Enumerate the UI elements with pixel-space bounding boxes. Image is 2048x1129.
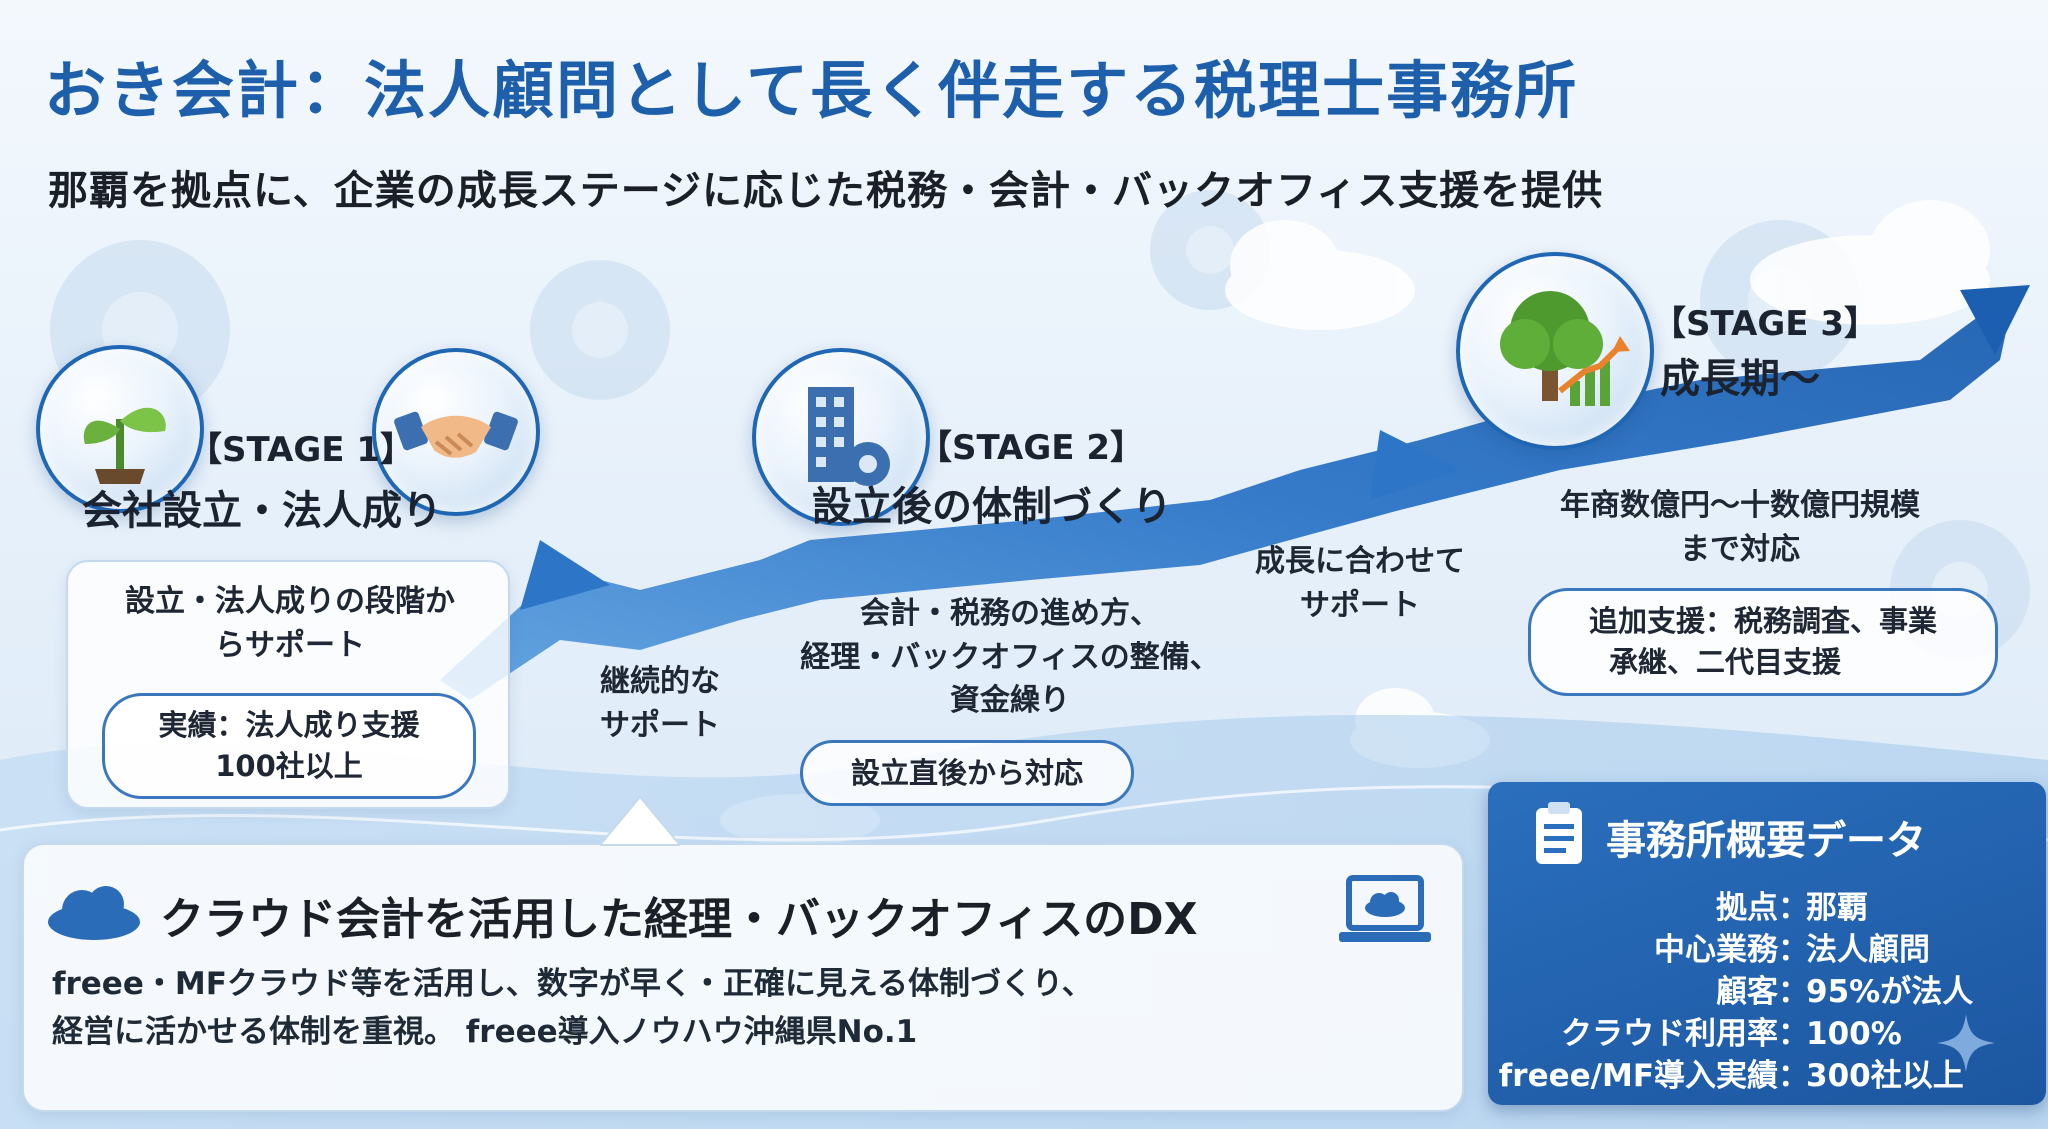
dx-card-pointer bbox=[600, 795, 680, 846]
dx-title: クラウド会計を活用した経理・バックオフィスのDX bbox=[160, 894, 1198, 945]
office-data-separator: ： bbox=[1778, 1016, 1809, 1052]
stage3-description: 年商数億円〜十数億円規模 まで対応 bbox=[1530, 484, 1950, 571]
building-gear-icon bbox=[808, 387, 890, 486]
cloud-icon bbox=[48, 886, 140, 940]
stage2-description: 会計・税務の進め方、 経理・バックオフィスの整備、 資金繰り bbox=[770, 592, 1250, 723]
laptop-cloud-icon bbox=[1339, 875, 1431, 942]
clipboard-icon bbox=[1536, 802, 1582, 864]
dx-body: freee・MFクラウド等を活用し、数字が早く・正確に見える体制づくり、 経営に… bbox=[52, 960, 1093, 1056]
office-data-value: 法人顧問 bbox=[1806, 932, 1930, 968]
stage2-description-line: 経理・バックオフィスの整備、 bbox=[800, 639, 1220, 675]
stage1-name: 会社設立・法人成り bbox=[82, 488, 442, 534]
stage3-highlight-line: 承継、二代目支援 bbox=[1608, 645, 1841, 679]
stage3-name: 成長期〜 bbox=[1660, 356, 1820, 402]
stage1-description-line: 設立・法人成りの段階か bbox=[125, 584, 455, 619]
connector-continuous-line: サポート bbox=[600, 707, 720, 743]
page-title: おき会計：法人顧問として長く伴走する税理士事務所 bbox=[44, 54, 1579, 127]
stage2-tag: 【STAGE 2】 bbox=[918, 428, 1144, 468]
dx-card bbox=[22, 843, 1464, 1112]
office-data-separator: ： bbox=[1778, 890, 1809, 926]
stage3-highlight: 追加支援：税務調査、事業 承継、二代目支援 bbox=[1528, 588, 1998, 696]
connector-growth-line: 成長に合わせて bbox=[1255, 544, 1465, 579]
sparkle-icon bbox=[1937, 1014, 1995, 1072]
connector-continuous-line: 継続的な bbox=[600, 664, 720, 699]
tree-growth-icon bbox=[1500, 291, 1630, 406]
office-data-row: freee/MF導入実績：300社以上 bbox=[1488, 1050, 1968, 1095]
stage2-building-bubble bbox=[752, 348, 930, 526]
stage2-description-line: 会計・税務の進め方、 bbox=[860, 596, 1160, 631]
stage1-highlight-line: 100社以上 bbox=[215, 749, 363, 783]
dx-body-line: freee・MFクラウド等を活用し、数字が早く・正確に見える体制づくり、 bbox=[52, 966, 1093, 1002]
handshake-icon bbox=[394, 411, 518, 458]
stage3-highlight-line: 追加支援：税務調査、事業 bbox=[1588, 604, 1937, 639]
stage1-description: 設立・法人成りの段階か らサポート bbox=[80, 580, 500, 667]
office-data-row: 拠点：那覇 bbox=[1488, 882, 1968, 927]
dx-body-line: 経営に活かせる体制を重視。 freee導入ノウハウ沖縄県No.1 bbox=[52, 1014, 918, 1051]
stage1-sprout-bubble bbox=[36, 345, 204, 513]
office-data-row: 顧客：95%が法人 bbox=[1488, 966, 1973, 1011]
stage1-highlight-line: 実績：法人成り支援 bbox=[158, 708, 420, 743]
office-data-label: 顧客 bbox=[1716, 974, 1778, 1010]
office-data-label: クラウド利用率 bbox=[1561, 1016, 1778, 1052]
stage2-highlight-line: 設立直後から対応 bbox=[850, 755, 1083, 790]
office-data-row: クラウド利用率：100% bbox=[1488, 1008, 1968, 1053]
stage3-tree-bubble bbox=[1456, 252, 1654, 450]
stage2-description-line: 資金繰り bbox=[950, 683, 1070, 718]
stage1-handshake-bubble bbox=[372, 348, 540, 516]
stage3-description-line: まで対応 bbox=[1680, 531, 1800, 567]
office-data-separator: ： bbox=[1778, 932, 1809, 968]
office-data-separator: ： bbox=[1778, 1058, 1809, 1094]
stage1-description-line: らサポート bbox=[215, 627, 365, 663]
office-data-separator: ： bbox=[1778, 974, 1809, 1010]
stage3-description-line: 年商数億円〜十数億円規模 bbox=[1560, 488, 1920, 523]
office-data-label: 拠点 bbox=[1716, 890, 1778, 926]
stage2-name: 設立後の体制づくり bbox=[812, 484, 1172, 530]
office-data-label: 中心業務 bbox=[1654, 932, 1778, 968]
connector-growth-line: サポート bbox=[1300, 587, 1420, 623]
office-data-title: 事務所概要データ bbox=[1606, 818, 1926, 864]
office-data-value: 那覇 bbox=[1806, 890, 1868, 926]
office-data-row: 中心業務：法人顧問 bbox=[1488, 924, 1968, 969]
stage2-highlight: 設立直後から対応 bbox=[800, 740, 1134, 806]
stage1-tag: 【STAGE 1】 bbox=[188, 430, 414, 470]
connector-continuous-support: 継続的な サポート bbox=[560, 660, 760, 747]
page-subtitle: 那覇を拠点に、企業の成長ステージに応じた税務・会計・バックオフィス支援を提供 bbox=[48, 168, 1604, 214]
office-data-label: freee/MF導入実績 bbox=[1498, 1058, 1778, 1094]
office-data-value: 100% bbox=[1806, 1016, 1902, 1052]
stage1-highlight: 実績：法人成り支援 100社以上 bbox=[102, 693, 476, 799]
stage3-tag: 【STAGE 3】 bbox=[1652, 304, 1878, 344]
connector-growth-support: 成長に合わせて サポート bbox=[1240, 540, 1480, 627]
office-data-value: 300社以上 bbox=[1806, 1058, 1964, 1094]
sprout-icon bbox=[83, 407, 166, 484]
office-data-value: 95%が法人 bbox=[1806, 974, 1974, 1010]
